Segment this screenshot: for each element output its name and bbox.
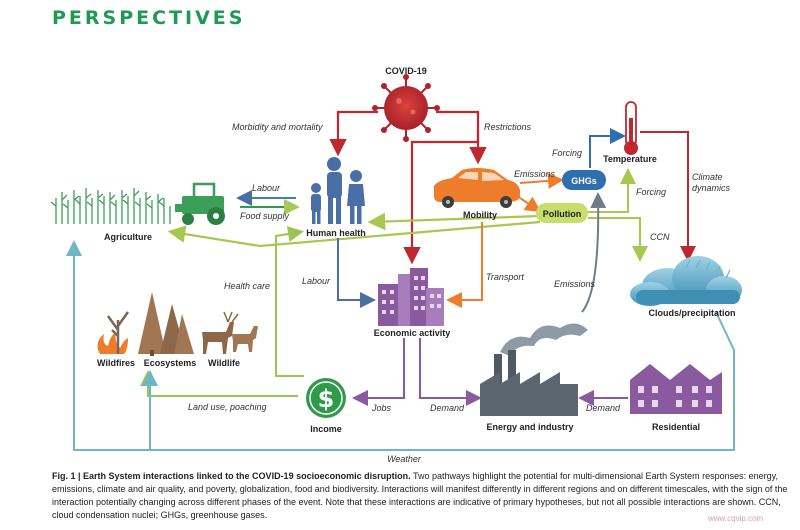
svg-text:$: $ (318, 385, 335, 413)
arrow-pollution-forcing (588, 168, 636, 213)
node-residential-label: Residential (652, 422, 700, 432)
node-wildfires-label: Wildfires (97, 358, 135, 368)
link-weather-label: Weather (387, 454, 422, 464)
link-forcing-top-label: Forcing (552, 148, 582, 158)
link-forcing-pollution-label: Forcing (636, 187, 666, 197)
link-jobs-label: Jobs (371, 403, 392, 413)
link-transport-label: Transport (486, 272, 524, 282)
link-morbidity-label: Morbidity and mortality (232, 122, 323, 132)
arrow-demand-energy (419, 338, 482, 406)
link-demand-residential-label: Demand (586, 403, 621, 413)
crops-icon (50, 188, 171, 224)
node-income-label: Income (310, 424, 342, 434)
node-pollution-label: Pollution (543, 209, 582, 219)
virus-icon (372, 74, 440, 142)
link-land-use-label: Land use, poaching (188, 402, 267, 412)
section-heading: PERSPECTIVES (52, 7, 246, 29)
arrow-ccn (588, 217, 648, 262)
arrow-energy-emissions (581, 192, 607, 313)
link-emissions-energy-label: Emissions (554, 279, 596, 289)
arrow-restrictions-to-economic (403, 130, 480, 265)
arrow-mobility-pollution (519, 196, 542, 213)
earth-system-diagram: $ COVID-19 Agriculture Human health Mo (50, 66, 742, 464)
arrow-health-care (275, 226, 304, 377)
node-agriculture-label: Agriculture (104, 232, 152, 242)
watermark: www.cqvip.com (708, 514, 764, 523)
income-coin-icon: $ (306, 378, 346, 418)
node-energy-industry-label: Energy and industry (486, 422, 573, 432)
arrow-ghgs-forcing (589, 128, 626, 168)
arrow-climate-dynamics (640, 131, 696, 262)
arrow-weather (66, 240, 735, 451)
arrow-jobs (352, 338, 405, 406)
node-temperature-label: Temperature (603, 154, 657, 164)
link-emissions-mobility-label: Emissions (514, 169, 556, 179)
arrow-mobility-emissions (519, 172, 564, 189)
pollution-badge (536, 203, 588, 223)
link-health-care-label: Health care (224, 281, 270, 291)
arrow-pollution-to-health (367, 212, 541, 231)
factory-icon (480, 323, 588, 416)
figure-caption-body: Two pathways highlight the potential for… (52, 471, 788, 520)
arrow-labour-economic (337, 238, 376, 308)
node-ecosystems-label: Ecosystems (144, 358, 197, 368)
arrow-land-use (140, 370, 298, 397)
node-ghgs-label: GHGs (571, 176, 597, 186)
tractor-icon (175, 182, 225, 225)
node-mobility-label: Mobility (463, 210, 497, 220)
link-demand-income-label: Demand (430, 403, 465, 413)
arrow-covid-to-mobility (436, 110, 487, 165)
deer-icon (202, 311, 258, 354)
node-human-health-label: Human health (306, 228, 366, 238)
arrow-transport (446, 222, 483, 308)
link-restrictions-label: Restrictions (484, 122, 532, 132)
node-economic-activity-label: Economic activity (374, 328, 451, 338)
cloud-icon (630, 256, 742, 306)
trees-icon (138, 292, 194, 356)
link-climate-dynamics-label-2: dynamics (692, 183, 731, 193)
node-clouds-label: Clouds/precipitation (648, 308, 735, 318)
link-ccn-label: CCN (650, 232, 670, 242)
wildfire-icon (97, 311, 130, 354)
node-wildlife-label: Wildlife (208, 358, 240, 368)
link-labour-mid-label: Labour (302, 276, 331, 286)
arrow-pollution-to-agriculture (167, 220, 541, 248)
figure-caption: Fig. 1 | Earth System interactions linke… (52, 470, 790, 522)
node-covid-label: COVID-19 (385, 66, 427, 76)
houses-icon (630, 364, 722, 414)
family-icon (311, 157, 365, 224)
link-labour-top-label: Labour (252, 183, 281, 193)
car-icon (434, 168, 520, 208)
figure-caption-title: Fig. 1 | Earth System interactions linke… (52, 471, 411, 481)
link-climate-dynamics-label-1: Climate (692, 172, 723, 182)
link-food-supply-label: Food supply (240, 211, 290, 221)
ghgs-badge (562, 170, 606, 190)
buildings-icon (378, 268, 444, 326)
arrow-covid-to-health (329, 110, 378, 157)
thermometer-icon (624, 101, 638, 155)
